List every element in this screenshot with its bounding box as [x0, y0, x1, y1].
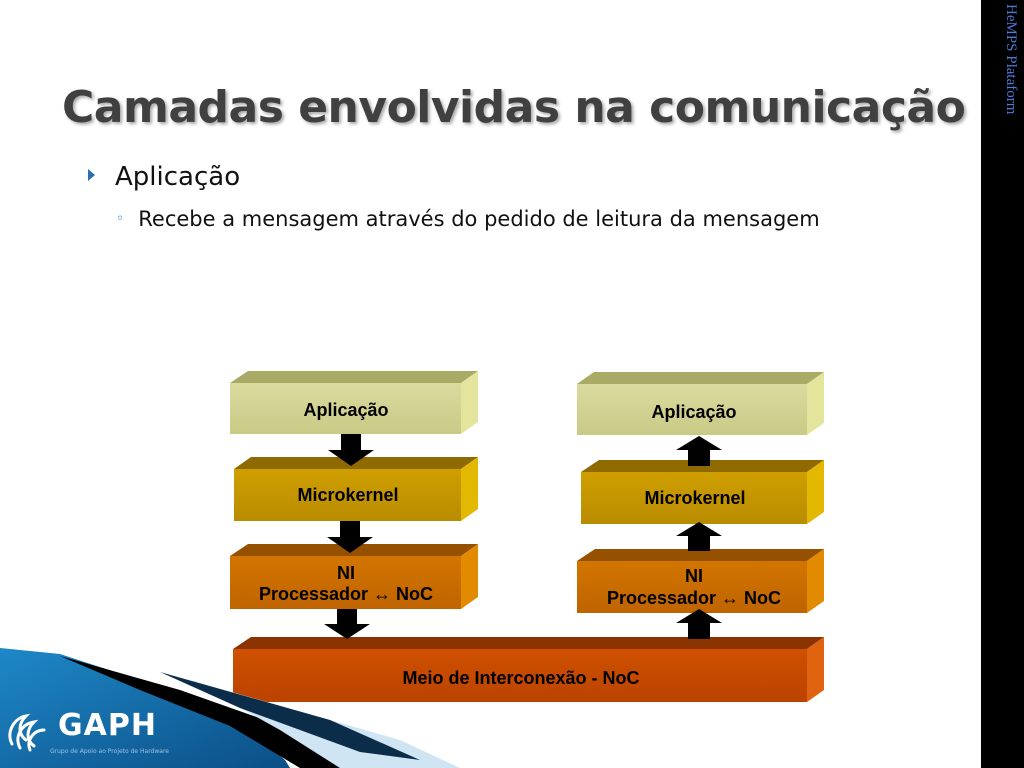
bullet-text: Aplicação [115, 162, 241, 192]
left-ni-block: NI Processador ↔ NoC [230, 544, 478, 609]
bullet-arrow-icon [88, 169, 95, 181]
arrow-down-icon [324, 609, 370, 639]
slide-title: Camadas envolvidas na comunicação [62, 82, 966, 133]
bullet-text: Recebe a mensagem através do pedido de l… [138, 207, 820, 231]
arrow-up-icon [676, 522, 722, 551]
arrow-down-icon [327, 521, 373, 553]
right-microkernel-block: Microkernel [581, 460, 824, 524]
interconnect-label: Meio de Interconexão - NoC [402, 668, 639, 688]
interconnect-block: Meio de Interconexão - NoC [233, 637, 824, 702]
right-application-block: Aplicação [577, 372, 824, 435]
right-application-label: Aplicação [651, 402, 736, 422]
side-bar [981, 0, 1024, 768]
bullet-level-2: ◦ Recebe a mensagem através do pedido de … [116, 207, 820, 231]
left-application-label: Aplicação [303, 400, 388, 420]
left-ni-label: NI [337, 563, 355, 583]
left-application-block: Aplicação [230, 371, 478, 434]
right-ni-sublabel: Processador ↔ NoC [607, 588, 781, 608]
right-ni-block: NI Processador ↔ NoC [577, 549, 824, 613]
arrow-up-icon [676, 609, 722, 639]
bullet-circle-icon: ◦ [116, 211, 125, 227]
left-ni-sublabel: Processador ↔ NoC [259, 584, 433, 604]
right-microkernel-label: Microkernel [644, 488, 745, 508]
left-microkernel-label: Microkernel [297, 485, 398, 505]
gaph-logo-subtitle: Grupo de Apoio ao Projeto de Hardware [50, 748, 169, 755]
bullet-level-1: Aplicação [88, 162, 240, 192]
right-ni-label: NI [685, 566, 703, 586]
left-microkernel-block: Microkernel [234, 457, 478, 521]
arrow-up-icon [676, 436, 722, 466]
gaph-swirl-icon [8, 713, 46, 752]
gaph-logo-text: GAPH [58, 708, 157, 743]
arrow-down-icon [328, 434, 374, 466]
side-label: HeMPS Plataform [1003, 4, 1019, 115]
